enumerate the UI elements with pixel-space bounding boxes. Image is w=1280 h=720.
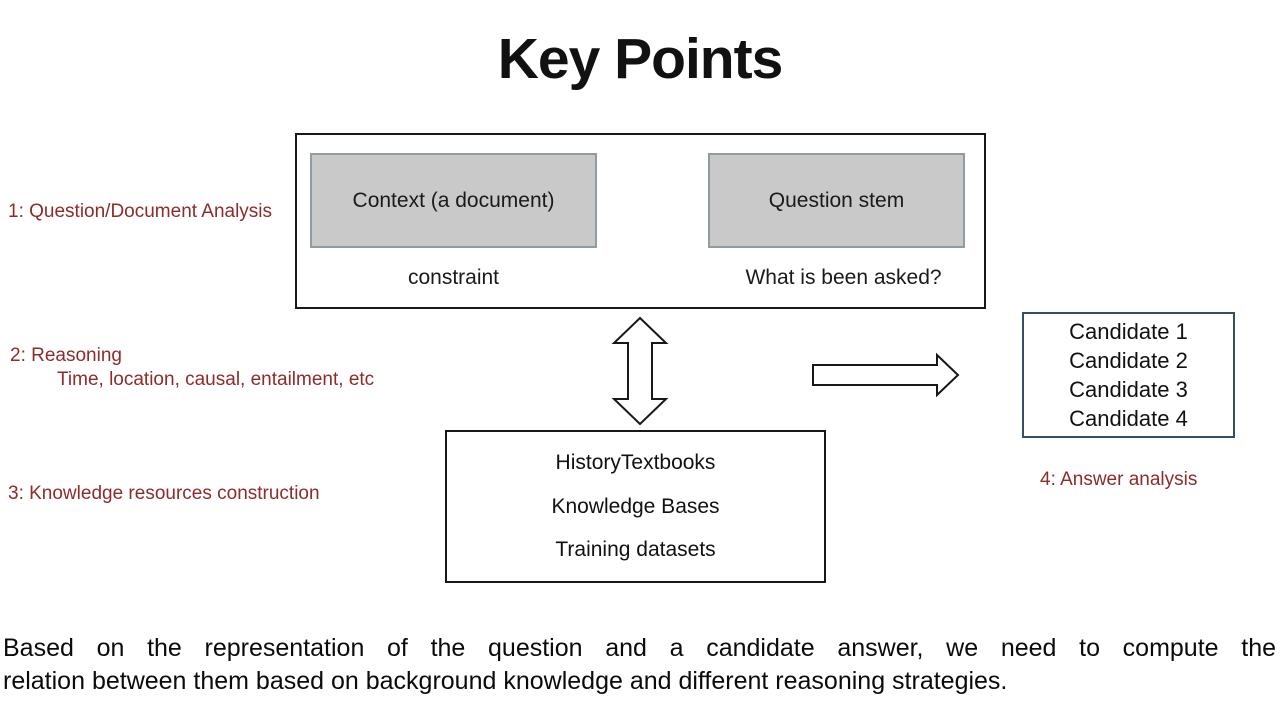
step-label-1: 1: Question/Document Analysis [8,201,273,222]
footer-line-2: relation between them based on backgroun… [3,667,1008,695]
right-arrow-icon [812,352,960,398]
step-label-2: 2: Reasoning [10,345,122,366]
footer-paragraph: Based on the representation of the quest… [3,632,1276,698]
candidate-item: Candidate 1 [1069,319,1188,344]
candidate-item: Candidate 3 [1069,377,1188,402]
candidate-item: Candidate 2 [1069,348,1188,373]
constraint-caption: constraint [407,266,500,289]
question-stem-label: Question stem [768,188,905,212]
step-2-detail: Time, location, causal, entailment, etc [57,369,375,390]
knowledge-box: HistoryTextbooks Knowledge Bases Trainin… [445,430,826,583]
knowledge-item: Training datasets [555,537,716,561]
vertical-double-arrow-icon [611,316,669,426]
candidate-item: Candidate 4 [1069,406,1188,431]
knowledge-item: HistoryTextbooks [555,451,716,475]
context-box: Context (a document) [310,153,597,248]
step-label-4: 4: Answer analysis [1040,469,1198,490]
step-label-3: 3: Knowledge resources construction [8,483,320,504]
context-box-label: Context (a document) [352,188,555,212]
candidates-box: Candidate 1 Candidate 2 Candidate 3 Cand… [1022,312,1235,438]
question-stem-box: Question stem [708,153,965,248]
page-title: Key Points [497,27,784,91]
question-caption: What is been asked? [745,266,942,289]
footer-line-1: Based on the representation of the quest… [3,634,1276,662]
knowledge-item: Knowledge Bases [551,494,720,518]
